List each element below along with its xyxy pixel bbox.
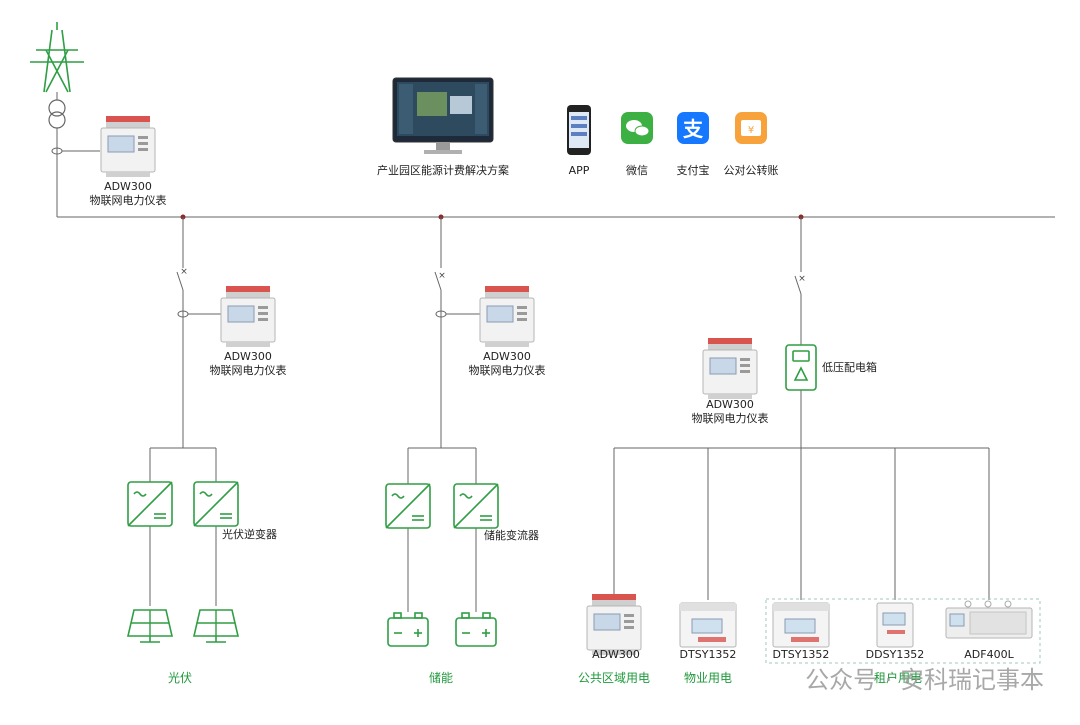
device-label: DTSY1352 [680, 648, 737, 661]
load-group-tenant: 租户用电 [874, 670, 922, 685]
load-meter-icon [702, 337, 758, 400]
pv-meter-model: ADW300 [224, 350, 272, 363]
distribution-box-label: 低压配电箱 [822, 360, 877, 374]
main-meter-icon [100, 115, 156, 178]
load-branch: × [613, 217, 1041, 664]
storage-pcs-label: 储能变流器 [484, 528, 539, 542]
device-adf400l-icon [945, 600, 1033, 639]
storage-branch: × [407, 217, 486, 612]
tenant-group-frame [765, 598, 1041, 664]
payment-alipay-label: 支付宝 [677, 163, 710, 177]
monitor-icon [392, 77, 494, 154]
solar-panel-icon [193, 609, 239, 643]
storage-group-label: 储能 [429, 670, 453, 685]
payment-transfer-label: 公对公转账 [724, 163, 779, 177]
storage-meter-desc: 物联网电力仪表 [469, 363, 546, 377]
wechat-icon [621, 112, 653, 144]
svg-text:×: × [180, 267, 188, 277]
distribution-box-icon [785, 344, 817, 391]
main-meter-model: ADW300 [104, 180, 152, 193]
payment-wechat-label: 微信 [626, 163, 648, 177]
battery-icon [387, 612, 429, 647]
load-meter-desc: 物联网电力仪表 [692, 411, 769, 425]
device-label: ADW300 [592, 648, 640, 661]
storage-meter-model: ADW300 [483, 350, 531, 363]
platform-label: 产业园区能源计费解决方案 [377, 163, 509, 177]
breaker-icon [176, 271, 184, 291]
svg-text:×: × [798, 274, 806, 284]
breaker-icon [434, 271, 442, 291]
solar-panel-icon [127, 609, 173, 643]
payment-app-label: APP [569, 164, 590, 177]
pv-group-label: 光伏 [168, 671, 192, 685]
device-label: DDSY1352 [866, 648, 925, 661]
load-group-public: 公共区域用电 [578, 671, 650, 685]
device-adw300-icon [586, 593, 642, 656]
bank-transfer-icon: ¥ [735, 112, 767, 144]
pcs-icon [385, 483, 431, 529]
pv-inverter-icon [193, 481, 239, 527]
pv-meter-icon [220, 285, 276, 348]
storage-meter-icon [479, 285, 535, 348]
device-label: ADF400L [964, 648, 1014, 661]
pv-inverter-label: 光伏逆变器 [222, 527, 277, 541]
device-dtsy1352-icon [679, 602, 737, 648]
transformer-icon [48, 99, 66, 129]
main-meter-desc: 物联网电力仪表 [90, 193, 167, 207]
svg-text:×: × [438, 271, 446, 281]
load-meter-model: ADW300 [706, 398, 754, 411]
alipay-icon: 支 [677, 112, 709, 144]
phone-app-icon [567, 105, 591, 155]
battery-icon [455, 612, 497, 647]
load-group-property: 物业用电 [684, 671, 732, 685]
breaker-icon [794, 275, 802, 295]
device-label: DTSY1352 [773, 648, 830, 661]
tower-icon [30, 22, 84, 93]
pcs-icon [453, 483, 499, 529]
device-ddsy1352-icon [876, 602, 914, 648]
pv-branch: × [149, 217, 228, 606]
watermark: 公众号 · 安科瑞记事本 [805, 666, 1044, 694]
device-dtsy1352-icon [772, 602, 830, 648]
svg-text:支: 支 [683, 117, 704, 141]
pv-inverter-icon [127, 481, 173, 527]
svg-text:¥: ¥ [748, 125, 754, 136]
pv-meter-desc: 物联网电力仪表 [210, 363, 287, 377]
